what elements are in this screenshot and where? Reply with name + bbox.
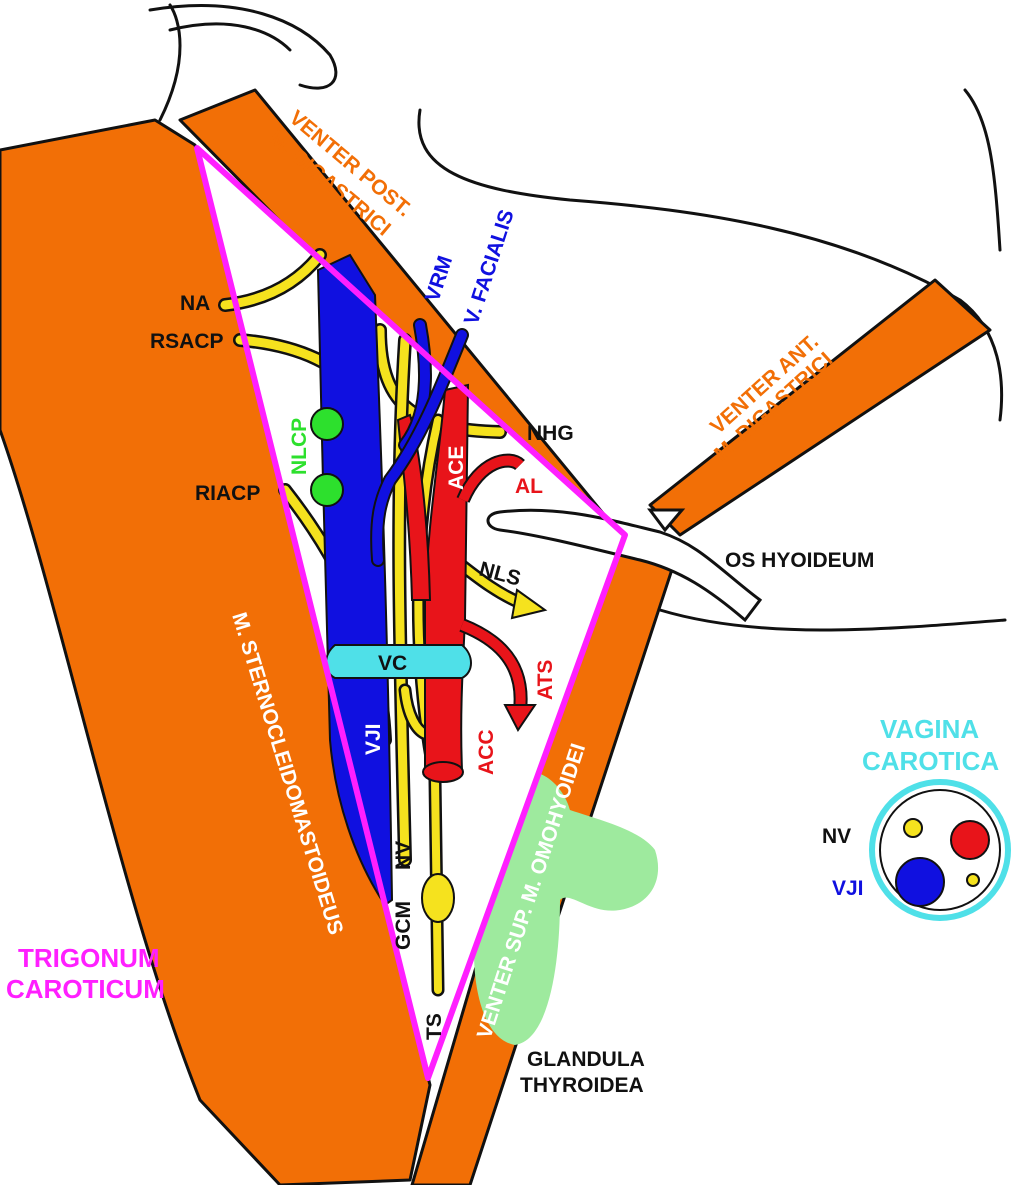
anterior-digastric-belly <box>650 280 990 535</box>
label-riacp: RIACP <box>195 482 260 505</box>
label-ts: TS <box>423 1013 446 1040</box>
mastoid-outline <box>160 5 180 120</box>
inset-jugular <box>896 858 944 906</box>
inset-vagus <box>904 819 922 837</box>
inset-label-vji: VJI <box>832 877 864 900</box>
inset-title-2: CAROTICA <box>862 746 999 776</box>
label-acc: ACC <box>475 730 498 776</box>
label-os-hyoideum: OS HYOIDEUM <box>725 549 874 572</box>
cervical-ganglion <box>422 874 454 922</box>
label-trigonum-1: TRIGONUM <box>18 943 160 973</box>
inset-title-1: VAGINA <box>880 714 979 744</box>
carotid-sheath-inset <box>872 782 1008 918</box>
inset-carotid <box>951 821 989 859</box>
label-nlcp: NLCP <box>288 418 311 475</box>
lymph-node-upper <box>311 408 343 440</box>
label-v-facialis: V. FACIALIS <box>460 207 519 328</box>
label-glandula-2: THYROIDEA <box>520 1074 644 1097</box>
inset-sympathetic <box>967 874 979 886</box>
label-glandula-1: GLANDULA <box>527 1048 645 1071</box>
inset-label-nv: NV <box>822 825 851 848</box>
label-rsacp: RSACP <box>150 330 224 353</box>
label-nv: NV <box>392 841 415 870</box>
label-ats: ATS <box>534 660 557 700</box>
floor-outline <box>660 610 1005 630</box>
label-gcm: GCM <box>392 901 415 950</box>
label-trigonum-2: CAROTICUM <box>6 974 165 1004</box>
label-vrm: VRM <box>421 253 457 304</box>
label-al: AL <box>515 475 543 498</box>
ear-inner-outline <box>170 24 290 50</box>
label-na: NA <box>180 292 210 315</box>
chin-outline <box>965 90 1000 250</box>
lymph-node-lower <box>311 474 343 506</box>
label-vji: VJI <box>362 723 385 755</box>
label-vc: VC <box>378 652 407 675</box>
label-nhg: NHG <box>527 422 574 445</box>
common-carotid-cut-end <box>423 762 463 782</box>
inset-sheath-circle <box>872 782 1008 918</box>
label-ace: ACE <box>445 446 468 490</box>
